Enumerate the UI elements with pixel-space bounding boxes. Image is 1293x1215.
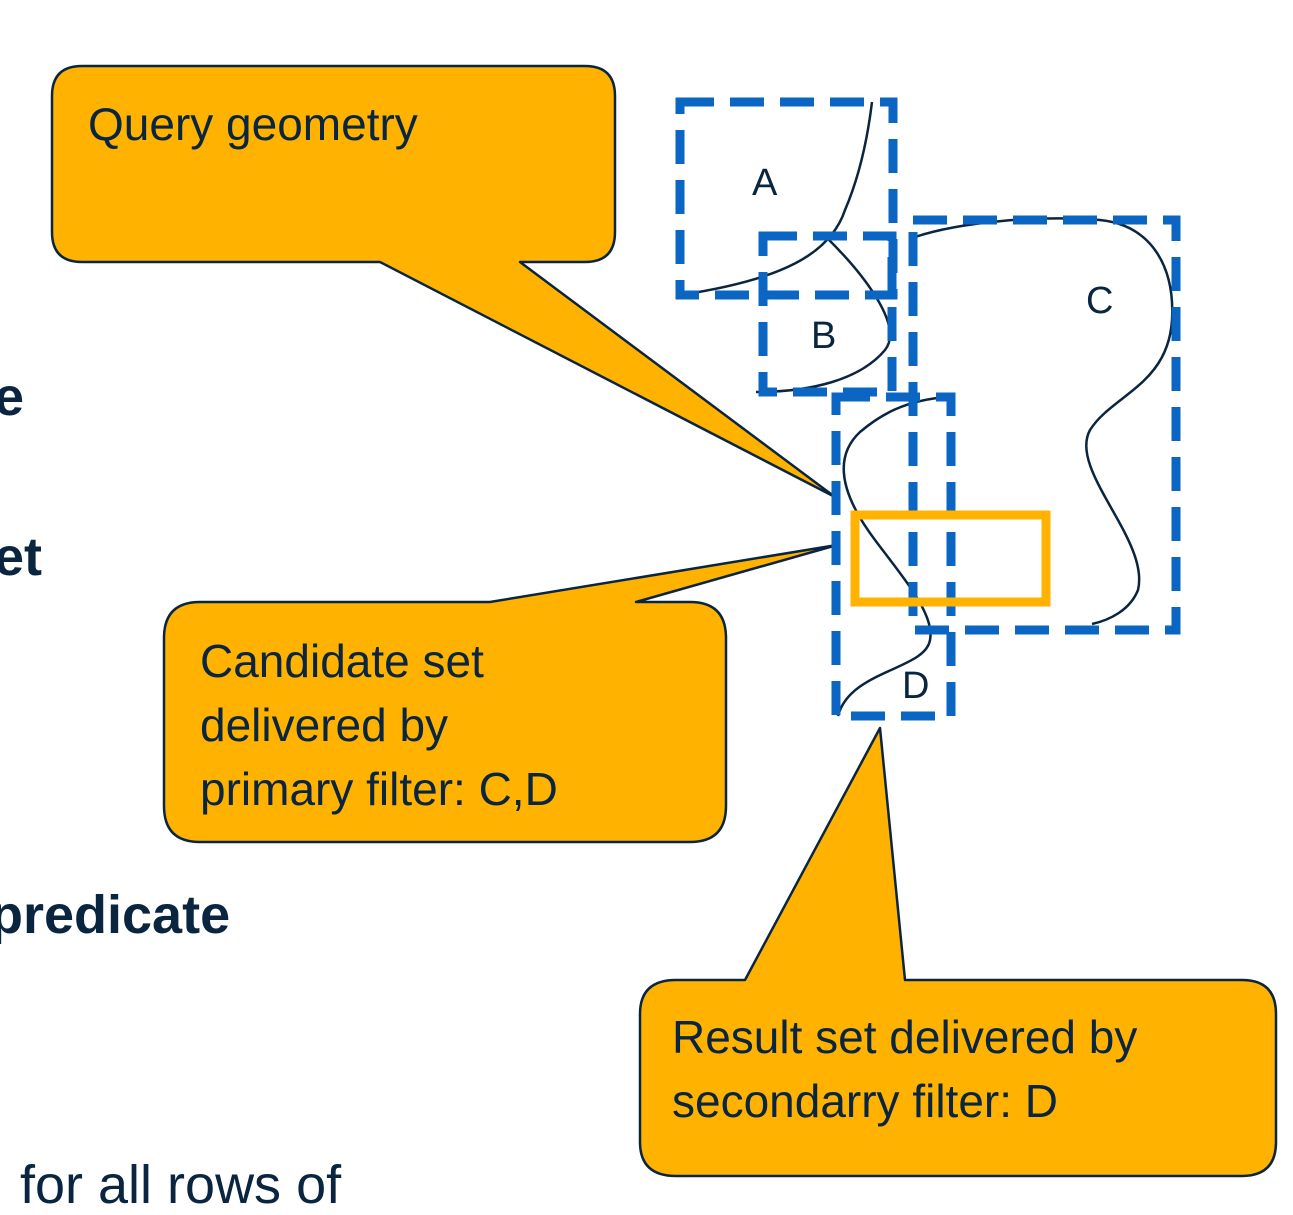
geometry-a-outline [679, 101, 874, 297]
label-c: C [1086, 280, 1113, 322]
result-line-1: Result set delivered by [672, 1011, 1138, 1063]
query-geometry-line-1: Query geometry [88, 98, 418, 150]
geometry-c-outline [914, 217, 1174, 626]
background-text-fragment-3: predicate [0, 885, 231, 945]
candidate-line-3: primary filter: C,D [200, 763, 558, 815]
query-geometry-callout-text: Query geometry [88, 92, 418, 156]
mbr-d [831, 392, 956, 721]
spatial-filter-diagram: A B C D [50, 64, 1278, 1178]
mbr-a [675, 97, 898, 300]
candidate-set-callout [162, 543, 839, 844]
candidate-set-callout-text: Candidate set delivered by primary filte… [200, 629, 558, 821]
query-geometry-callout [50, 64, 837, 499]
label-d: D [902, 665, 929, 707]
geometry-b-outline [755, 235, 892, 394]
result-set-callout [638, 726, 1278, 1178]
result-set-callout-text: Result set delivered by secondarry filte… [672, 1005, 1137, 1133]
geometry-d-outline [836, 395, 949, 717]
result-line-2: secondarry filter: D [672, 1075, 1059, 1127]
mbr-b [758, 231, 897, 397]
label-a: A [752, 162, 778, 204]
label-b: B [811, 315, 836, 357]
candidate-line-2: delivered by [200, 699, 449, 751]
background-text-fragment-1: e [0, 367, 25, 427]
candidate-line-1: Candidate set [200, 635, 484, 687]
background-text-fragment-2: et [0, 527, 43, 587]
mbr-c [908, 215, 1181, 635]
query-rectangle [850, 510, 1051, 607]
